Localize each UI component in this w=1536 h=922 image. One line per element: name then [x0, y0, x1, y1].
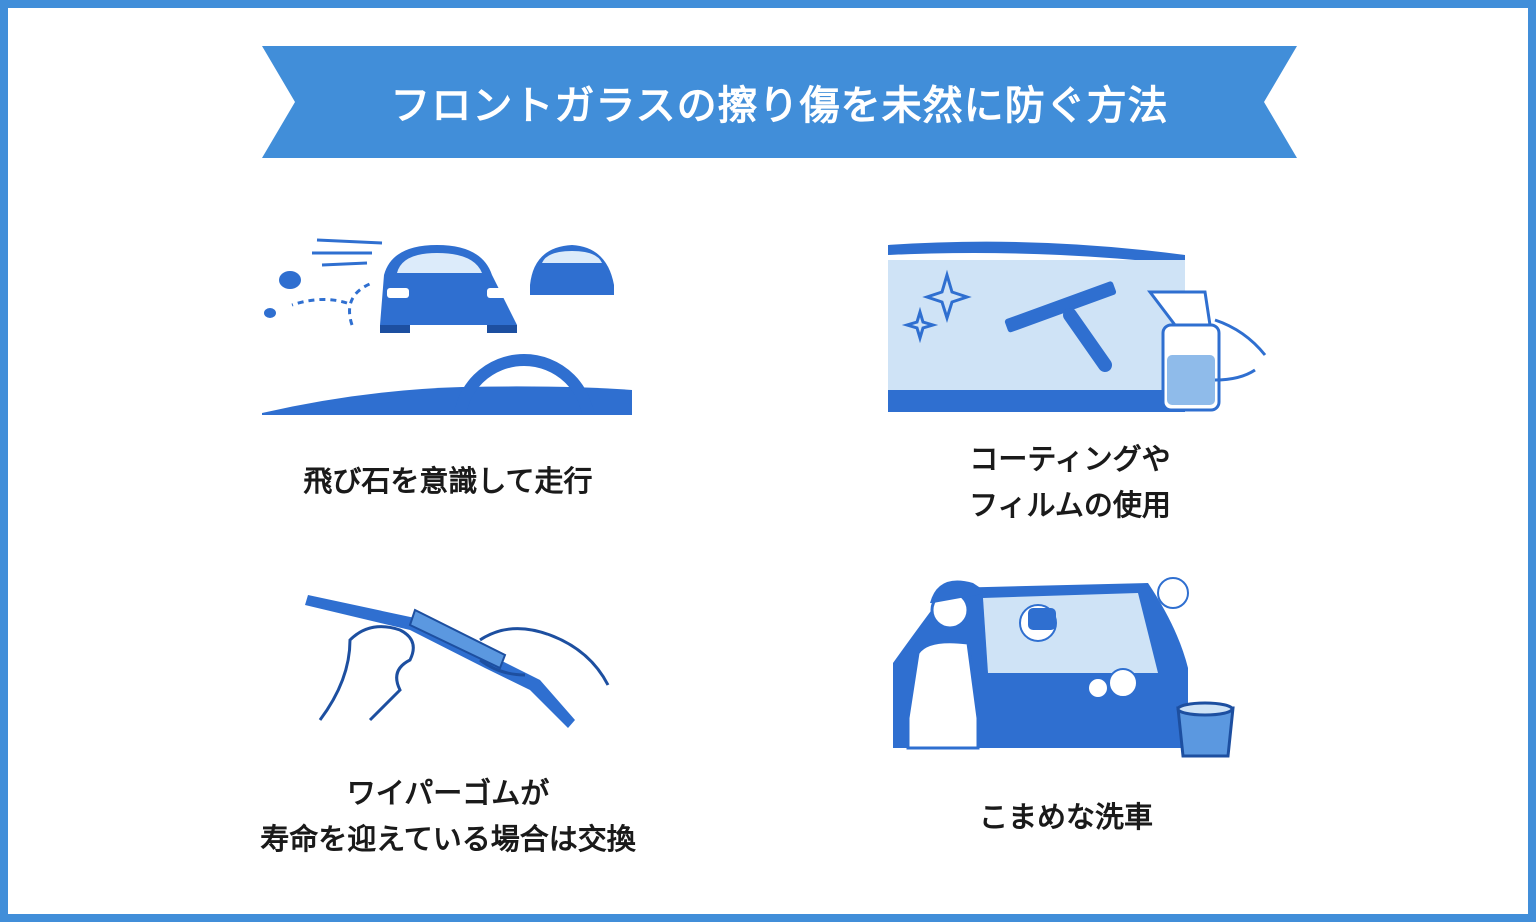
caption-line: コーティングや [969, 442, 1171, 476]
caption-line: 寿命を迎えている場合は交換 [260, 822, 636, 856]
title-banner: フロントガラスの擦り傷を未然に防ぐ方法 [262, 46, 1297, 158]
car-wash-illustration [888, 568, 1248, 767]
cars-driving-illustration [262, 215, 632, 496]
caption-line: フィルムの使用 [969, 488, 1171, 522]
caption-coating-film: コーティングや フィルムの使用 [880, 436, 1260, 528]
caption-line: ワイパーゴムが [346, 776, 550, 810]
caption-stone-chips: 飛び石を意識して走行 [232, 458, 664, 504]
caption-car-wash: こまめな洗車 [880, 794, 1252, 840]
caption-line: こまめな洗車 [978, 800, 1153, 834]
caption-line: 飛び石を意識して走行 [303, 464, 593, 498]
page-title: フロントガラスの擦り傷を未然に防ぐ方法 [390, 83, 1169, 129]
windshield-coating-illustration [885, 230, 1275, 424]
wiper-blade-illustration [290, 580, 620, 754]
caption-wiper-rubber: ワイパーゴムが 寿命を迎えている場合は交換 [200, 770, 696, 862]
